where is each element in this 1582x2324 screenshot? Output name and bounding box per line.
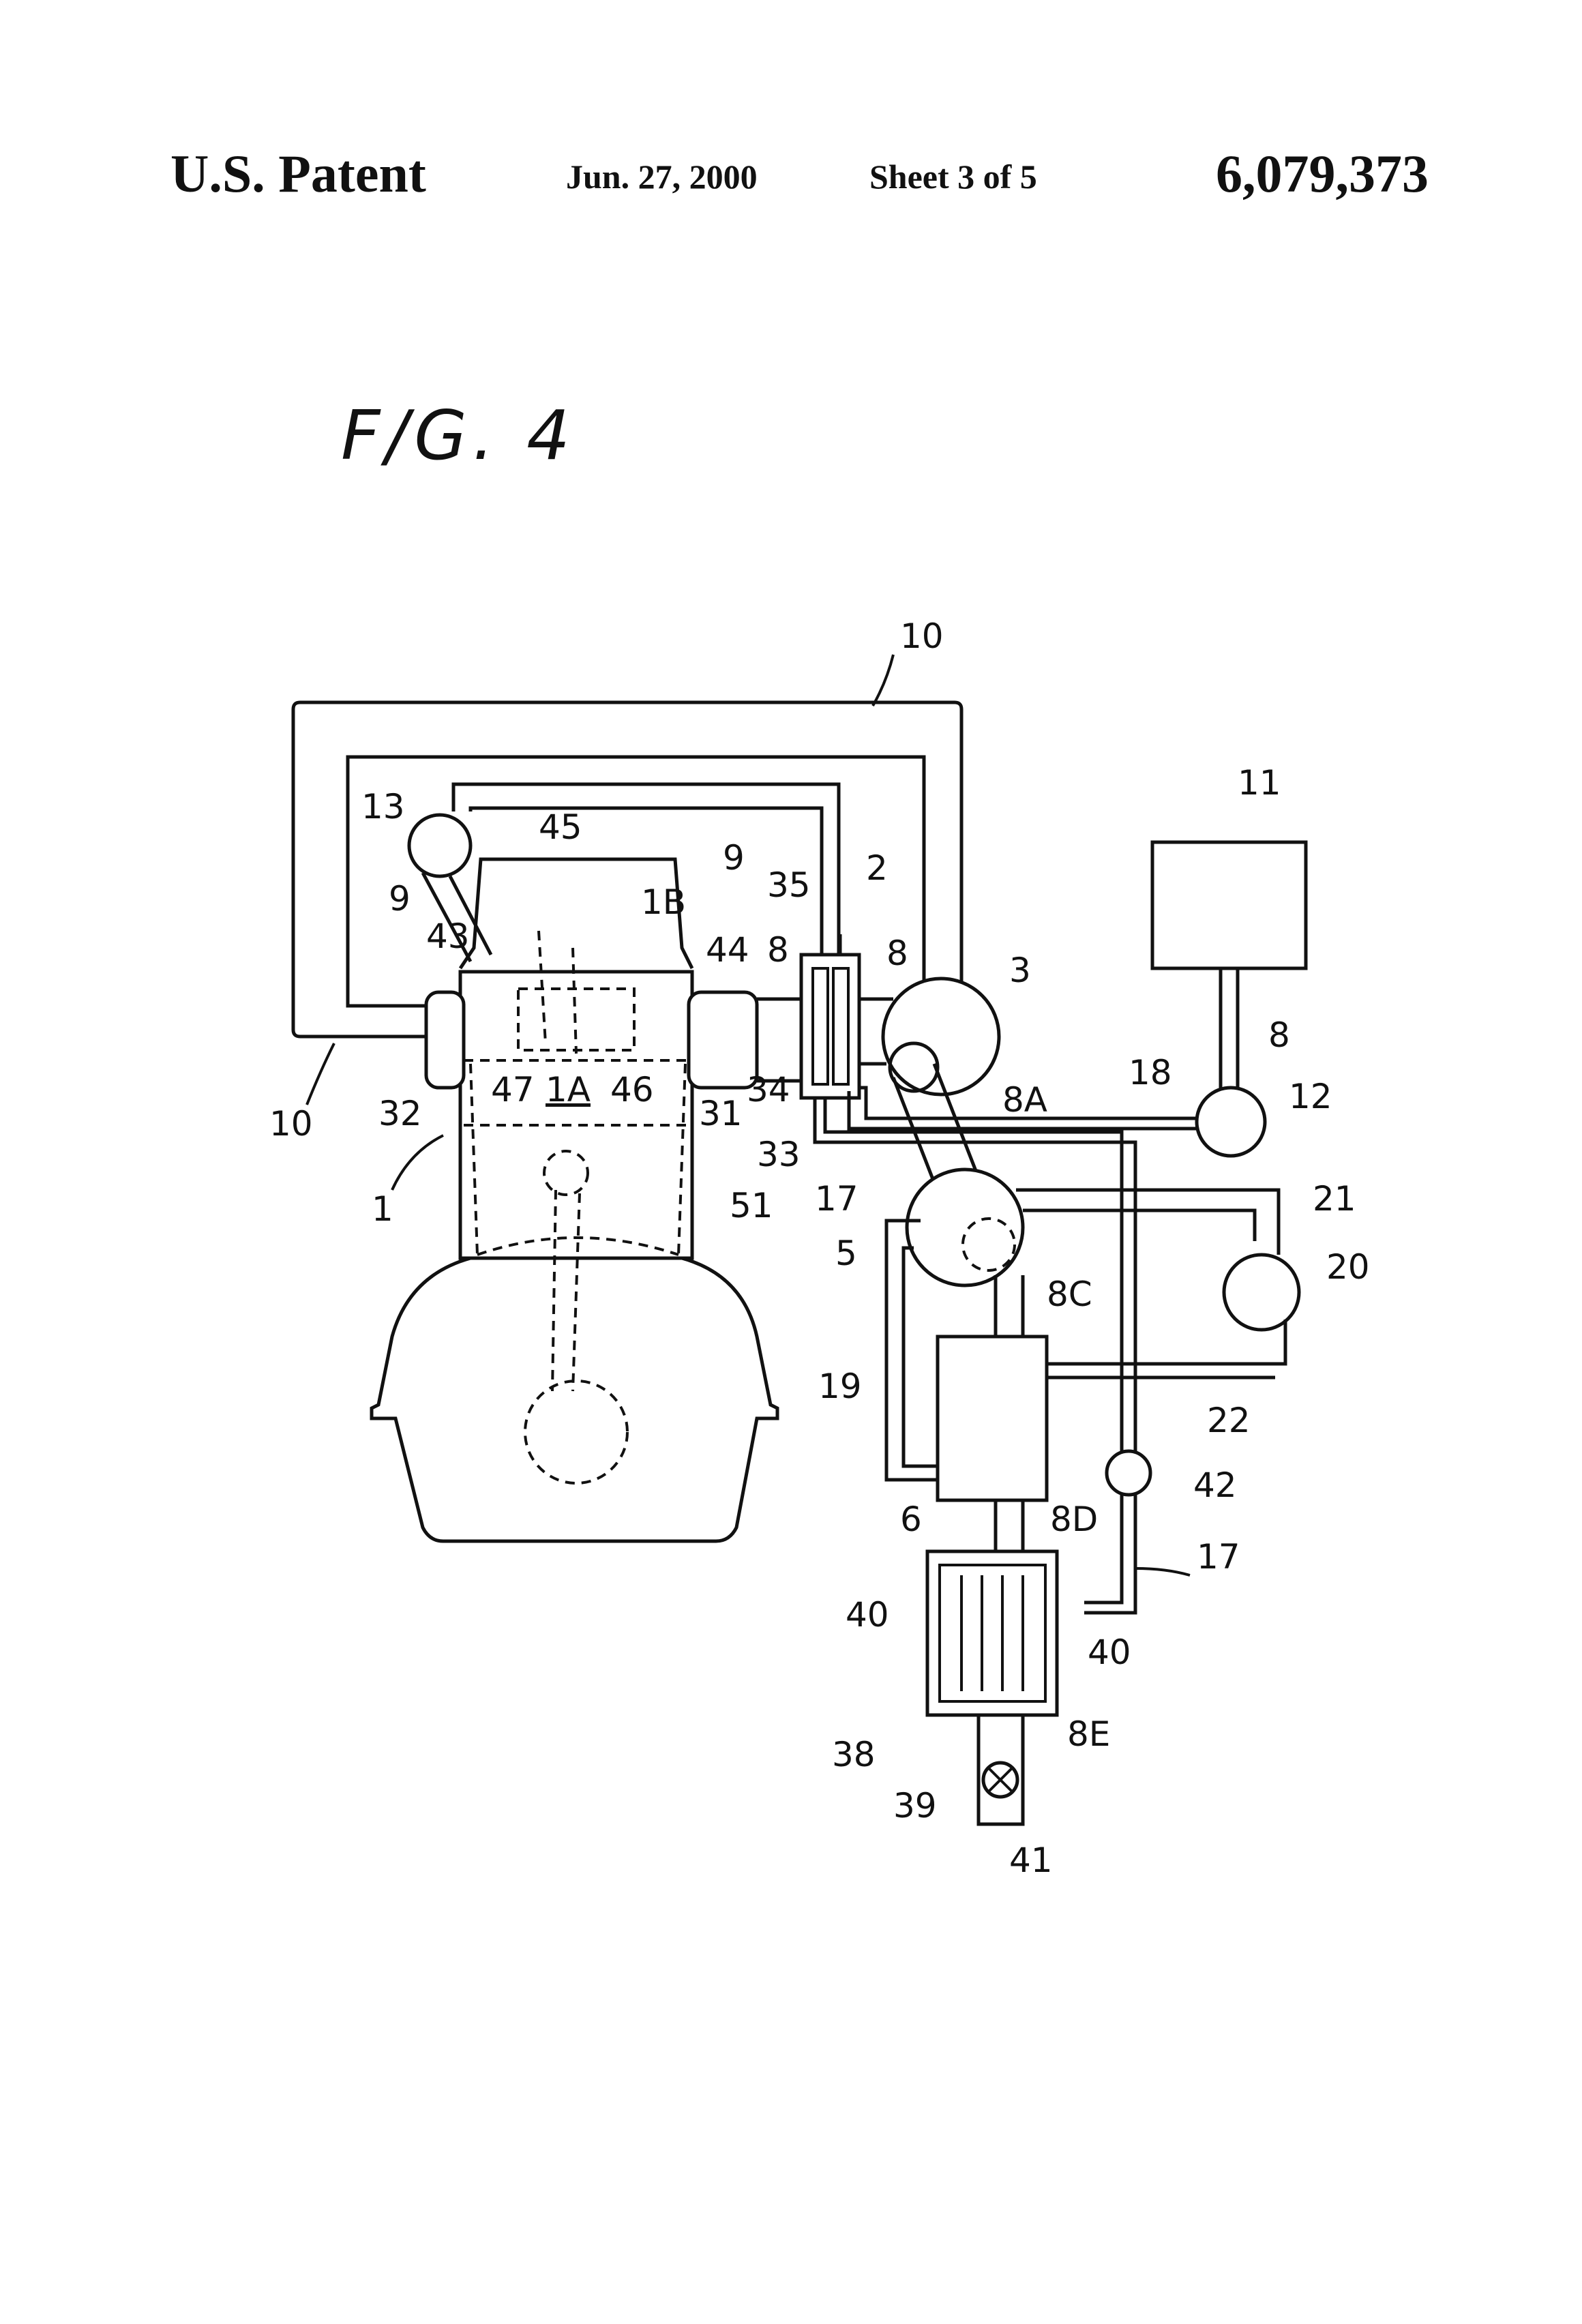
label-18: 18: [1129, 1053, 1172, 1092]
label-10-top: 10: [900, 616, 944, 656]
label-8E: 8E: [1067, 1714, 1110, 1754]
label-38: 38: [832, 1735, 876, 1774]
pipe-19-inner: [904, 1248, 941, 1466]
label-3: 3: [1009, 951, 1031, 990]
valve-20: [1224, 1255, 1299, 1330]
valve-42: [1107, 1451, 1150, 1495]
label-51: 51: [730, 1186, 773, 1225]
label-21: 21: [1313, 1179, 1356, 1219]
label-6: 6: [900, 1500, 922, 1539]
leader-17: [1135, 1568, 1190, 1575]
valve-12: [1197, 1088, 1265, 1156]
label-17-a: 17: [815, 1179, 859, 1219]
label-42: 42: [1193, 1465, 1237, 1505]
label-5: 5: [835, 1234, 857, 1273]
label-1A: 1A: [546, 1070, 591, 1109]
crankcase: [372, 1258, 777, 1541]
label-20: 20: [1326, 1247, 1370, 1287]
pipe-21-inner: [1023, 1210, 1255, 1241]
label-1B: 1B: [641, 882, 686, 922]
valve-13: [409, 815, 471, 876]
leader-10-left: [307, 1043, 334, 1105]
crankshaft: [525, 1381, 627, 1483]
label-19: 19: [818, 1367, 862, 1406]
leader-1: [392, 1135, 443, 1190]
label-45: 45: [539, 807, 582, 847]
filter-38: [927, 1551, 1057, 1715]
label-31: 31: [699, 1094, 743, 1133]
label-10-left: 10: [269, 1104, 313, 1144]
filter-2: [801, 955, 859, 1098]
label-13: 13: [361, 787, 405, 826]
label-35: 35: [767, 865, 811, 905]
tank-11: [1152, 842, 1306, 968]
label-8-b: 8: [886, 934, 908, 973]
label-8-a: 8: [767, 930, 789, 970]
label-41: 41: [1009, 1841, 1053, 1880]
leader-10-top: [873, 655, 893, 706]
label-32: 32: [378, 1094, 422, 1133]
label-33: 33: [757, 1135, 801, 1174]
label-8A: 8A: [1002, 1080, 1047, 1120]
label-39: 39: [893, 1786, 937, 1826]
label-8C: 8C: [1047, 1275, 1092, 1314]
label-40-a: 40: [846, 1595, 889, 1635]
label-1: 1: [372, 1189, 393, 1229]
label-2: 2: [866, 848, 888, 888]
label-43: 43: [426, 917, 470, 956]
unit-6: [938, 1337, 1047, 1500]
label-8-c: 8: [1268, 1015, 1290, 1055]
label-44: 44: [706, 930, 749, 970]
label-12: 12: [1289, 1077, 1332, 1116]
label-17-b: 17: [1197, 1537, 1240, 1577]
pipe-21-outer: [1016, 1190, 1279, 1255]
label-9-left: 9: [389, 879, 411, 919]
label-11: 11: [1238, 763, 1281, 803]
label-47: 47: [491, 1070, 535, 1109]
manifold-32: [426, 992, 464, 1088]
label-22: 22: [1207, 1401, 1251, 1440]
label-34: 34: [747, 1070, 790, 1109]
label-8D: 8D: [1050, 1500, 1098, 1539]
turbo-5: [907, 1170, 1023, 1285]
label-46: 46: [610, 1070, 654, 1109]
label-9-top: 9: [723, 838, 745, 878]
label-40-b: 40: [1088, 1633, 1131, 1672]
